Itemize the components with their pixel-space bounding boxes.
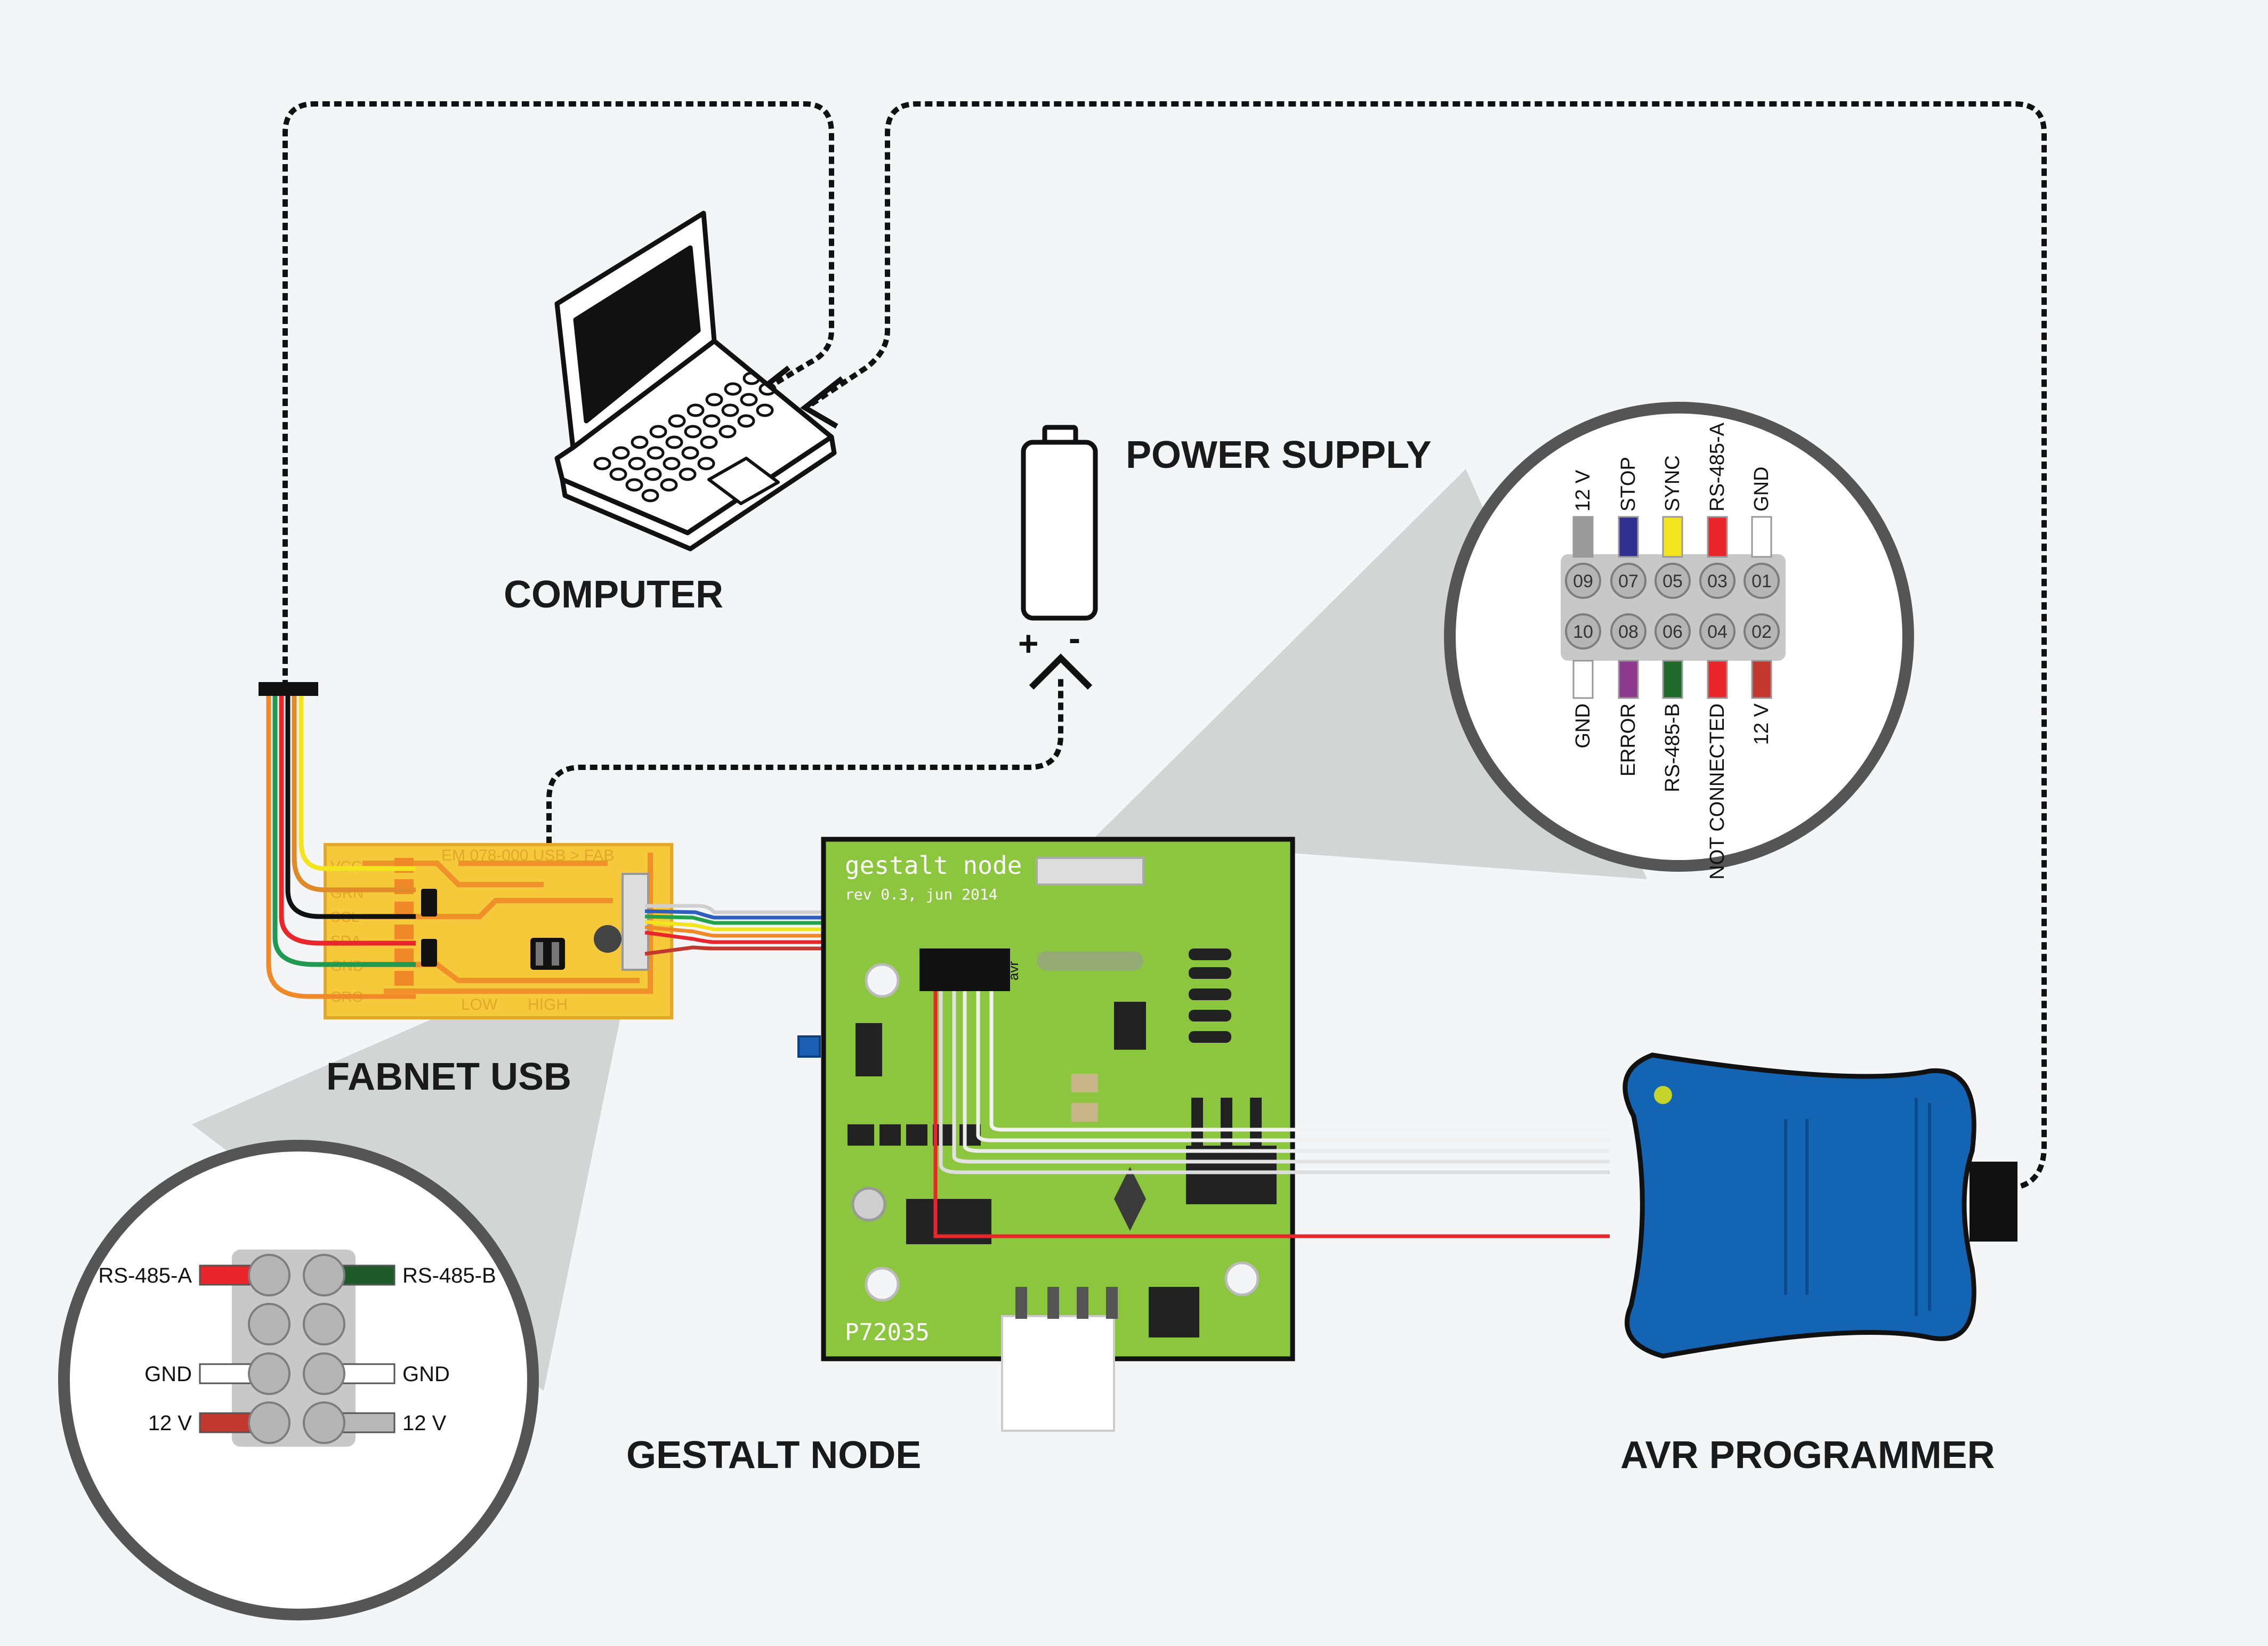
gestalt-pin-top: [1654, 563, 1691, 599]
laptop-icon: [554, 210, 837, 552]
gestalt-top-signal: 12 V: [1572, 469, 1594, 512]
fabnet-jumper-low: LOW: [461, 996, 498, 1013]
gestalt-pin-top-number: 03: [1707, 571, 1728, 591]
gestalt-pin-bottom-number: 04: [1707, 622, 1728, 642]
usb-cable-wires: [266, 693, 416, 999]
computer-arrow-2: [800, 376, 844, 429]
gestalt-node-label: GESTALT NODE: [626, 1434, 921, 1477]
gestalt-pin-bottom: [1699, 613, 1736, 650]
fabnet-header-pin: [303, 1352, 345, 1395]
fabnet-jumper-high: HIGH: [528, 996, 568, 1013]
fabnet-board-title: EM 078-000 USB > FAB: [441, 847, 614, 864]
gestalt-pin-top-number: 01: [1752, 571, 1772, 591]
gestalt-top-signal: SYNC: [1661, 455, 1684, 512]
fabnet-right-lead: [340, 1412, 396, 1433]
gestalt-pin-bottom: [1610, 613, 1646, 650]
fabnet-header-pin: [303, 1254, 345, 1296]
gestalt-bottom-lead: [1572, 660, 1594, 699]
gestalt-top-signal: GND: [1750, 467, 1773, 512]
gestalt-bottom-signal: RS-485-B: [1661, 703, 1684, 792]
fabnet-connector: [622, 873, 649, 971]
fabnet-header-zoom: RS-485-A RS-485-B GND GND 12 V 12 V: [58, 1140, 539, 1620]
gestalt-board-title: gestalt node: [845, 851, 1022, 880]
gestalt-pin-top: [1699, 563, 1736, 599]
programmer-cable-to-computer: [809, 101, 2047, 1191]
fabnet-left-label: 12 V: [148, 1412, 192, 1435]
gestalt-header-zoom: 09 10 07 08 05 06 03 04 01 02 12 V GND STOP ERROR SYN…: [1444, 402, 1914, 880]
gestalt-bottom-lead: [1707, 660, 1728, 699]
gestalt-pin-bottom: [1654, 613, 1691, 650]
gestalt-bottom-signal: NOT CONNECTED: [1706, 703, 1729, 880]
fabnet-left-label: GND: [144, 1363, 192, 1386]
gestalt-top-lead: [1707, 516, 1728, 558]
gestalt-pin-bottom-number: 10: [1573, 622, 1593, 642]
power-supply-label: POWER SUPPLY: [1126, 434, 1431, 476]
gestalt-node-board: gestalt node rev 0.3, jun 2014 P72035 av…: [797, 837, 1295, 1432]
fabnet-usb-label: FABNET USB: [326, 1056, 571, 1098]
gestalt-top-lead: [1751, 516, 1772, 558]
fabnet-pin-2: GRN: [330, 885, 364, 901]
gestalt-pin-top: [1565, 563, 1601, 599]
programmer-ribbon: [933, 991, 1610, 1238]
gestalt-pin-bottom-number: 02: [1752, 622, 1772, 642]
gestalt-pin-bottom-number: 06: [1662, 622, 1683, 642]
fabnet-left-label: RS-485-A: [98, 1264, 192, 1287]
gestalt-top-signal: RS-485-A: [1706, 423, 1729, 512]
fabnet-header-pin: [303, 1303, 345, 1345]
gestalt-pin-top-number: 07: [1618, 571, 1639, 591]
fabnet-jumper[interactable]: [530, 938, 565, 970]
fabnet-header-pin: [248, 1401, 290, 1444]
avr-chip: [919, 948, 1010, 991]
fabnet-usb-board: EM 078-000 USB > FAB VCC GRN SCL SDA GND…: [324, 843, 673, 1019]
gestalt-pin-top: [1610, 563, 1646, 599]
fabnet-right-label: RS-485-B: [402, 1264, 496, 1287]
fabnet-led: [594, 925, 622, 953]
fabnet-left-lead: [199, 1412, 252, 1433]
gestalt-top-lead: [1572, 516, 1594, 558]
gestalt-pin-bottom-number: 08: [1618, 622, 1639, 642]
avr-programmer-label: AVR PROGRAMMER: [1620, 1434, 1995, 1477]
gestalt-bottom-lead: [1618, 660, 1639, 699]
fabnet-header-pin: [248, 1254, 290, 1296]
power-minus-label: -: [1069, 618, 1080, 658]
gestalt-pin-top-number: 09: [1573, 571, 1593, 591]
gestalt-board-part: P72035: [845, 1319, 930, 1346]
gestalt-pin-top-number: 05: [1662, 571, 1683, 591]
power-cable: [546, 677, 1063, 938]
fabnet-header-pin: [248, 1303, 290, 1345]
gestalt-bottom-signal: ERROR: [1617, 703, 1640, 776]
usb-cable-clamp: [259, 682, 318, 696]
ribbon-cable: [644, 878, 1116, 956]
computer-label: COMPUTER: [504, 573, 723, 616]
gestalt-top-lead: [1662, 516, 1683, 558]
gestalt-bottom-signal: 12 V: [1750, 703, 1773, 745]
avr-programmer-icon: [1623, 1052, 2017, 1359]
gestalt-bottom-signal: GND: [1572, 703, 1594, 748]
power-plus-label: +: [1018, 623, 1039, 663]
fabnet-header-pin: [303, 1401, 345, 1444]
gestalt-pin-bottom: [1565, 613, 1601, 650]
gestalt-top-lead: [1618, 516, 1639, 558]
gestalt-pin-bottom: [1744, 613, 1780, 650]
avr-chip-label: avr: [1005, 961, 1021, 980]
fabnet-right-lead: [340, 1363, 396, 1384]
fabnet-right-lead: [340, 1264, 396, 1286]
fabnet-right-label: 12 V: [402, 1412, 447, 1435]
gestalt-top-signal: STOP: [1617, 457, 1640, 512]
gestalt-board-revision: rev 0.3, jun 2014: [845, 886, 998, 903]
fabnet-right-label: GND: [402, 1363, 450, 1386]
fabnet-header-pin: [248, 1352, 290, 1395]
fabnet-left-lead: [199, 1363, 252, 1384]
fabnet-left-lead: [199, 1264, 252, 1286]
battery-icon: [1021, 425, 1098, 621]
gestalt-bottom-lead: [1662, 660, 1683, 699]
gestalt-pin-top: [1744, 563, 1780, 599]
gestalt-bottom-lead: [1751, 660, 1772, 699]
power-arrow: [1029, 653, 1093, 690]
